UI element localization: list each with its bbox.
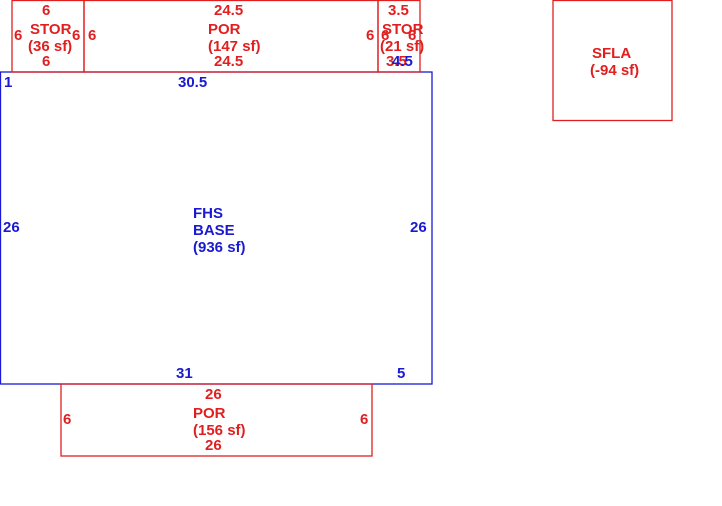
base-code-label: FHS <box>193 205 223 222</box>
stor-left-name-label: STOR <box>30 21 72 38</box>
stor-right-dim-top: 3.5 <box>388 2 409 19</box>
base-dim-left: 26 <box>3 219 20 236</box>
stor-right-dim-left: 6 <box>381 27 389 44</box>
por-top-name-label: POR <box>208 21 241 38</box>
stor-left-dim-left: 6 <box>14 27 22 44</box>
stor-left-dim-top: 6 <box>42 2 50 19</box>
stor-right-area-label: (21 sf) <box>380 38 424 55</box>
por-bottom-outline <box>60 383 373 457</box>
stor-left-dim-bottom: 6 <box>42 53 50 70</box>
stor-right-outline <box>377 0 421 73</box>
por-top-dim-left: 6 <box>88 27 96 44</box>
stor-left-area-label: (36 sf) <box>28 38 72 55</box>
base-dim-top-left: 1 <box>4 74 12 91</box>
sfla-name-label: SFLA <box>592 45 631 62</box>
base-dim-right: 26 <box>410 219 427 236</box>
stor-right-dim-bottom: 3.5 <box>386 53 407 70</box>
stor-right-dim-right: 6 <box>408 27 416 44</box>
por-bottom-name-label: POR <box>193 405 226 422</box>
sfla-area-label: (-94 sf) <box>590 62 639 79</box>
base-dim-bottom-right: 5 <box>397 365 405 382</box>
base-dim-bottom: 31 <box>176 365 193 382</box>
base-name-label: BASE <box>193 222 235 239</box>
base-dim-top-right: 4.5 <box>392 53 413 70</box>
por-bottom-dim-top: 26 <box>205 386 222 403</box>
base-area-label: (936 sf) <box>193 239 246 256</box>
por-bottom-area-label: (156 sf) <box>193 422 246 439</box>
por-bottom-dim-left: 6 <box>63 411 71 428</box>
stor-right-name-label: STOR <box>382 21 424 38</box>
por-bottom-dim-right: 6 <box>360 411 368 428</box>
por-top-dim-right: 6 <box>366 27 374 44</box>
por-bottom-dim-bottom: 26 <box>205 437 222 454</box>
por-top-area-label: (147 sf) <box>208 38 261 55</box>
por-top-dim-bottom: 24.5 <box>214 53 243 70</box>
sfla-outline <box>552 0 673 122</box>
por-top-dim-top: 24.5 <box>214 2 243 19</box>
stor-left-dim-right: 6 <box>72 27 80 44</box>
base-dim-top: 30.5 <box>178 74 207 91</box>
